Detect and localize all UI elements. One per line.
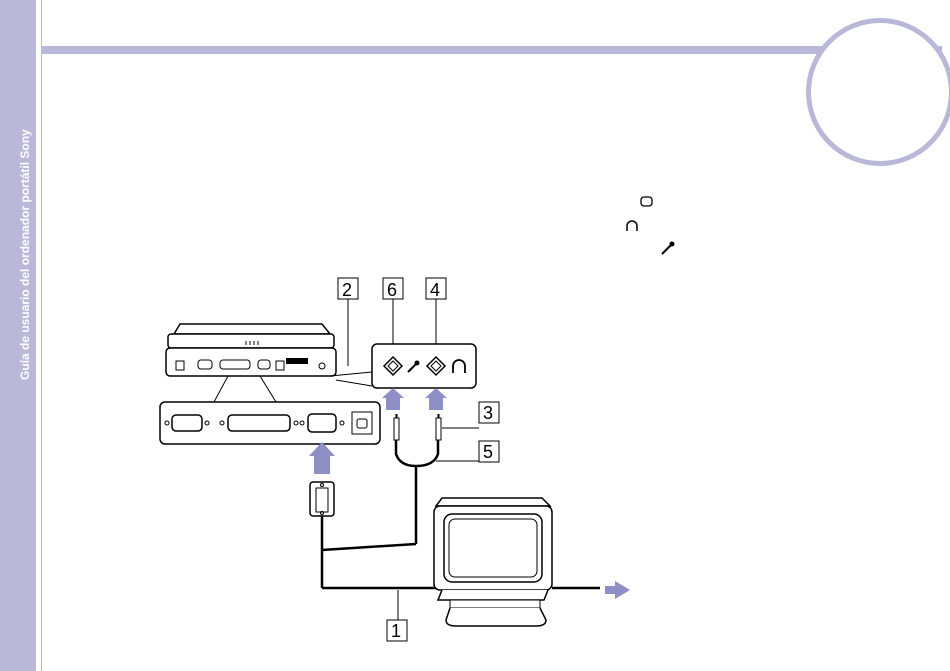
callout-5-label: 5: [483, 442, 493, 462]
sidebar-title: Guía de usuario del ordenador portátil S…: [18, 129, 32, 380]
thin-rule: [41, 0, 42, 671]
callout-3: 3: [479, 402, 499, 423]
callout-4-label: 4: [430, 280, 440, 300]
callout-4: 4: [426, 278, 446, 300]
monitor: [434, 498, 600, 626]
callout-6: 6: [383, 278, 403, 300]
callout-6-label: 6: [387, 280, 397, 300]
headphone-icon: [625, 219, 639, 233]
laptop-rear: [166, 324, 336, 376]
microphone-icon: [660, 240, 676, 256]
callout-3-label: 3: [483, 403, 493, 423]
vga-connector: [310, 482, 450, 588]
connection-diagram: 2 6 4 3 5 1: [150, 268, 670, 648]
callout-1-label: 1: [391, 621, 401, 641]
page-circle: [806, 18, 950, 166]
sidebar: Guía de usuario del ordenador portátil S…: [0, 0, 36, 671]
callout-5: 5: [479, 441, 499, 462]
callout-2: 2: [338, 278, 358, 300]
audio-port-panel: [372, 344, 476, 388]
callout-1: 1: [387, 620, 407, 641]
speaker-glyph-icon: [640, 196, 654, 208]
port-strip: [160, 402, 380, 444]
callout-2-label: 2: [342, 280, 352, 300]
header-rule: [42, 46, 942, 54]
